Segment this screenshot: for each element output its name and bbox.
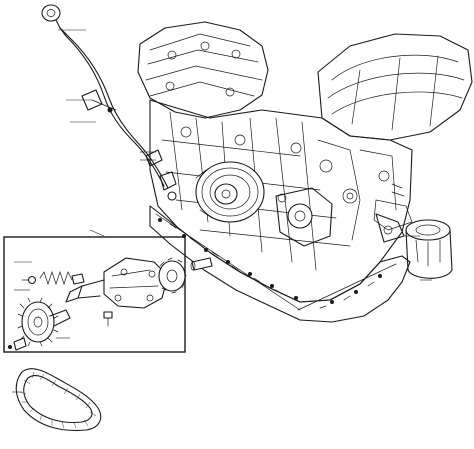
leader-lines xyxy=(12,29,432,393)
pump-shaft-bolt xyxy=(8,311,113,351)
filter-adapter xyxy=(375,213,405,243)
pump-rotor xyxy=(158,257,187,294)
oil-pump-assembly xyxy=(65,257,169,309)
dipstick xyxy=(41,4,73,41)
oil-pump-sprocket xyxy=(17,297,71,347)
oil-filter xyxy=(405,219,453,279)
oil-pump-inset-frame xyxy=(3,236,186,353)
oil-pan xyxy=(149,205,411,323)
crankshaft-pulley xyxy=(195,161,265,223)
engine-block xyxy=(137,21,473,303)
pump-drive-chain xyxy=(15,368,102,431)
relief-valve-spring xyxy=(21,270,85,286)
dipstick-tube xyxy=(65,35,177,201)
dowel-pin xyxy=(190,257,213,271)
